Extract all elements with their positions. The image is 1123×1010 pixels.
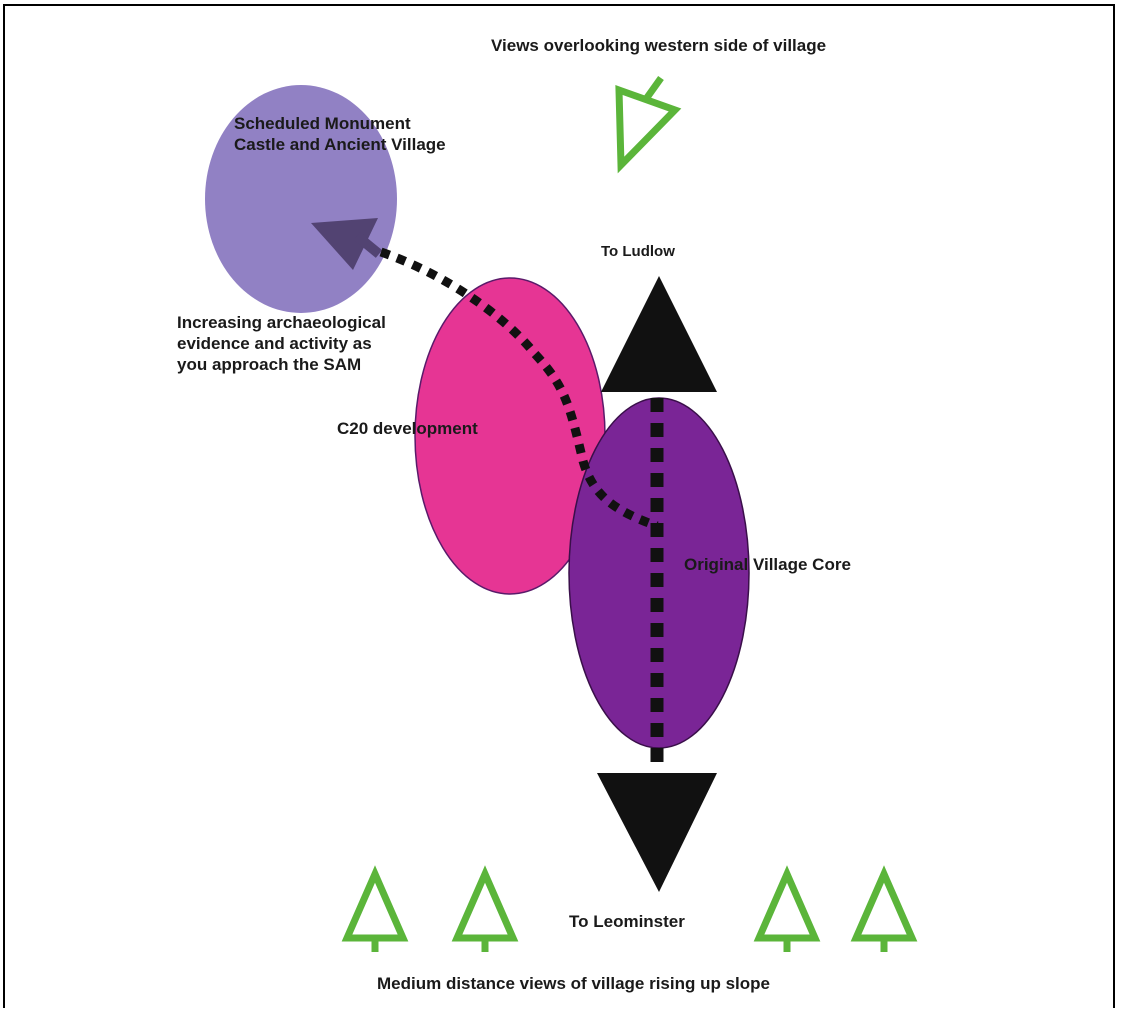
archaeological-path-dotted <box>379 247 659 531</box>
view-symbol-tree-3 <box>753 865 821 952</box>
to-ludlow-label: To Ludlow <box>601 243 675 260</box>
view-symbol-top <box>615 75 682 174</box>
view-symbol-tree-1 <box>341 865 409 952</box>
view-symbol-tree-4 <box>850 865 918 952</box>
archaeology-label-line1: Increasing archaeological <box>177 313 386 332</box>
view-symbol-tree-2 <box>451 865 519 952</box>
archaeology-label-line3: you approach the SAM <box>177 355 362 374</box>
monument-label-line2: Castle and Ancient Village <box>234 135 446 154</box>
bottom-views-label: Medium distance views of village rising … <box>377 974 770 993</box>
ludlow-direction-arrow <box>601 276 717 392</box>
to-leominster-label: To Leominster <box>569 912 685 931</box>
original-village-core-label: Original Village Core <box>684 555 851 574</box>
leominster-direction-arrow <box>597 773 717 892</box>
sam-pointer-tail <box>353 232 383 258</box>
village-diagram <box>205 75 918 952</box>
diagram-frame: Views overlooking western side of villag… <box>3 4 1115 1008</box>
archaeology-label-line2: evidence and activity as <box>177 334 372 353</box>
top-views-label: Views overlooking western side of villag… <box>491 36 827 55</box>
c20-development-label: C20 development <box>337 419 478 438</box>
monument-label-line1: Scheduled Monument <box>234 114 411 133</box>
sam-pointer-arrow <box>311 218 378 270</box>
